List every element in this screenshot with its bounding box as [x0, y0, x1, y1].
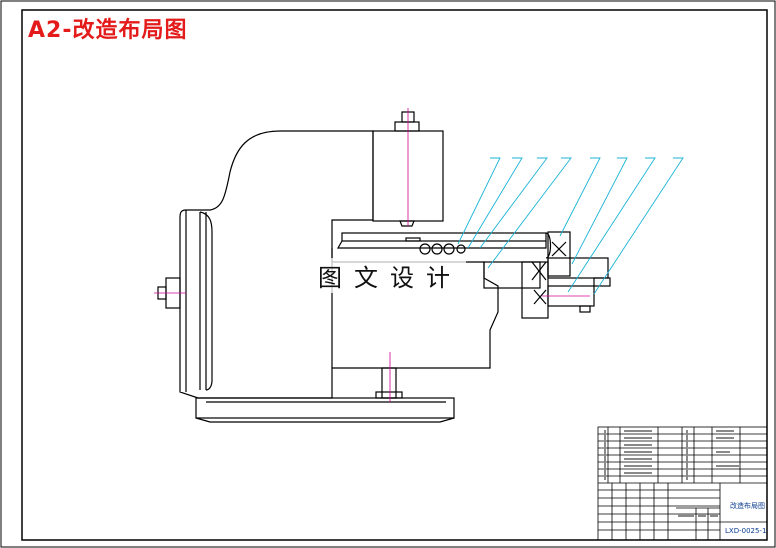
- ram-cap: [394, 121, 420, 132]
- tb-fill: [716, 451, 730, 453]
- parts-list-grid: [598, 427, 767, 484]
- leader-6: [571, 157, 628, 265]
- rear-panel-curve: [199, 211, 213, 391]
- guide-block: [547, 231, 571, 277]
- sheet-title: A2-改造布局图: [28, 18, 188, 43]
- bracket-cross: [533, 289, 547, 305]
- tb-fill: [604, 430, 606, 480]
- tb-fill: [678, 514, 694, 517]
- tb-fill: [710, 514, 718, 517]
- leader-4: [487, 157, 572, 269]
- lower-block-grid: [598, 483, 767, 540]
- table-top: [341, 232, 547, 242]
- leader-1: [457, 157, 501, 245]
- title-block-frame: [597, 426, 768, 541]
- centerlines: [154, 108, 590, 402]
- tb-fill: [716, 465, 740, 467]
- table-rim: [545, 232, 552, 259]
- tb-fill: [624, 437, 652, 439]
- table-slot: [405, 237, 421, 242]
- leader-7: [567, 157, 656, 293]
- tb-fill: [716, 437, 734, 439]
- tb-fill: [716, 430, 734, 432]
- tb-fill: [698, 514, 706, 517]
- base-foot: [195, 417, 455, 423]
- tb-fill: [624, 458, 652, 460]
- leader-2: [467, 157, 523, 249]
- cylinder-end: [593, 277, 611, 287]
- tb-fill: [624, 465, 652, 467]
- title-block-fills: [604, 430, 740, 517]
- roller-4: [456, 244, 466, 254]
- leader-3: [479, 157, 548, 249]
- base-plate: [195, 397, 455, 419]
- leader-8: [593, 157, 684, 295]
- drawing-name: 改造布局图: [730, 501, 765, 510]
- tb-fill: [686, 430, 688, 480]
- part-leaders: [457, 157, 684, 295]
- title-block: [597, 426, 768, 541]
- bracket-foot: [579, 305, 591, 313]
- rear-panel: [185, 210, 207, 392]
- slide-plate: [483, 261, 541, 289]
- leader-5: [559, 157, 601, 237]
- cylinder-rod: [547, 257, 609, 279]
- support-column: [381, 367, 397, 399]
- roller-1: [419, 243, 431, 255]
- watermark: 图文设计: [314, 258, 466, 293]
- tb-fill: [624, 430, 652, 432]
- guide-cross: [551, 241, 567, 257]
- roller-3: [443, 243, 455, 255]
- cylinder-bracket: [521, 261, 549, 319]
- drawing-frame: [21, 9, 768, 541]
- tb-fill: [624, 472, 652, 474]
- tb-fill: [624, 444, 652, 446]
- ram-tip: [399, 220, 415, 227]
- cylinder-cross: [531, 261, 547, 281]
- roller-2: [431, 243, 443, 255]
- column-foot: [375, 391, 403, 399]
- tb-fill: [624, 451, 652, 453]
- drawing-number: LXD-0025-1: [725, 527, 766, 535]
